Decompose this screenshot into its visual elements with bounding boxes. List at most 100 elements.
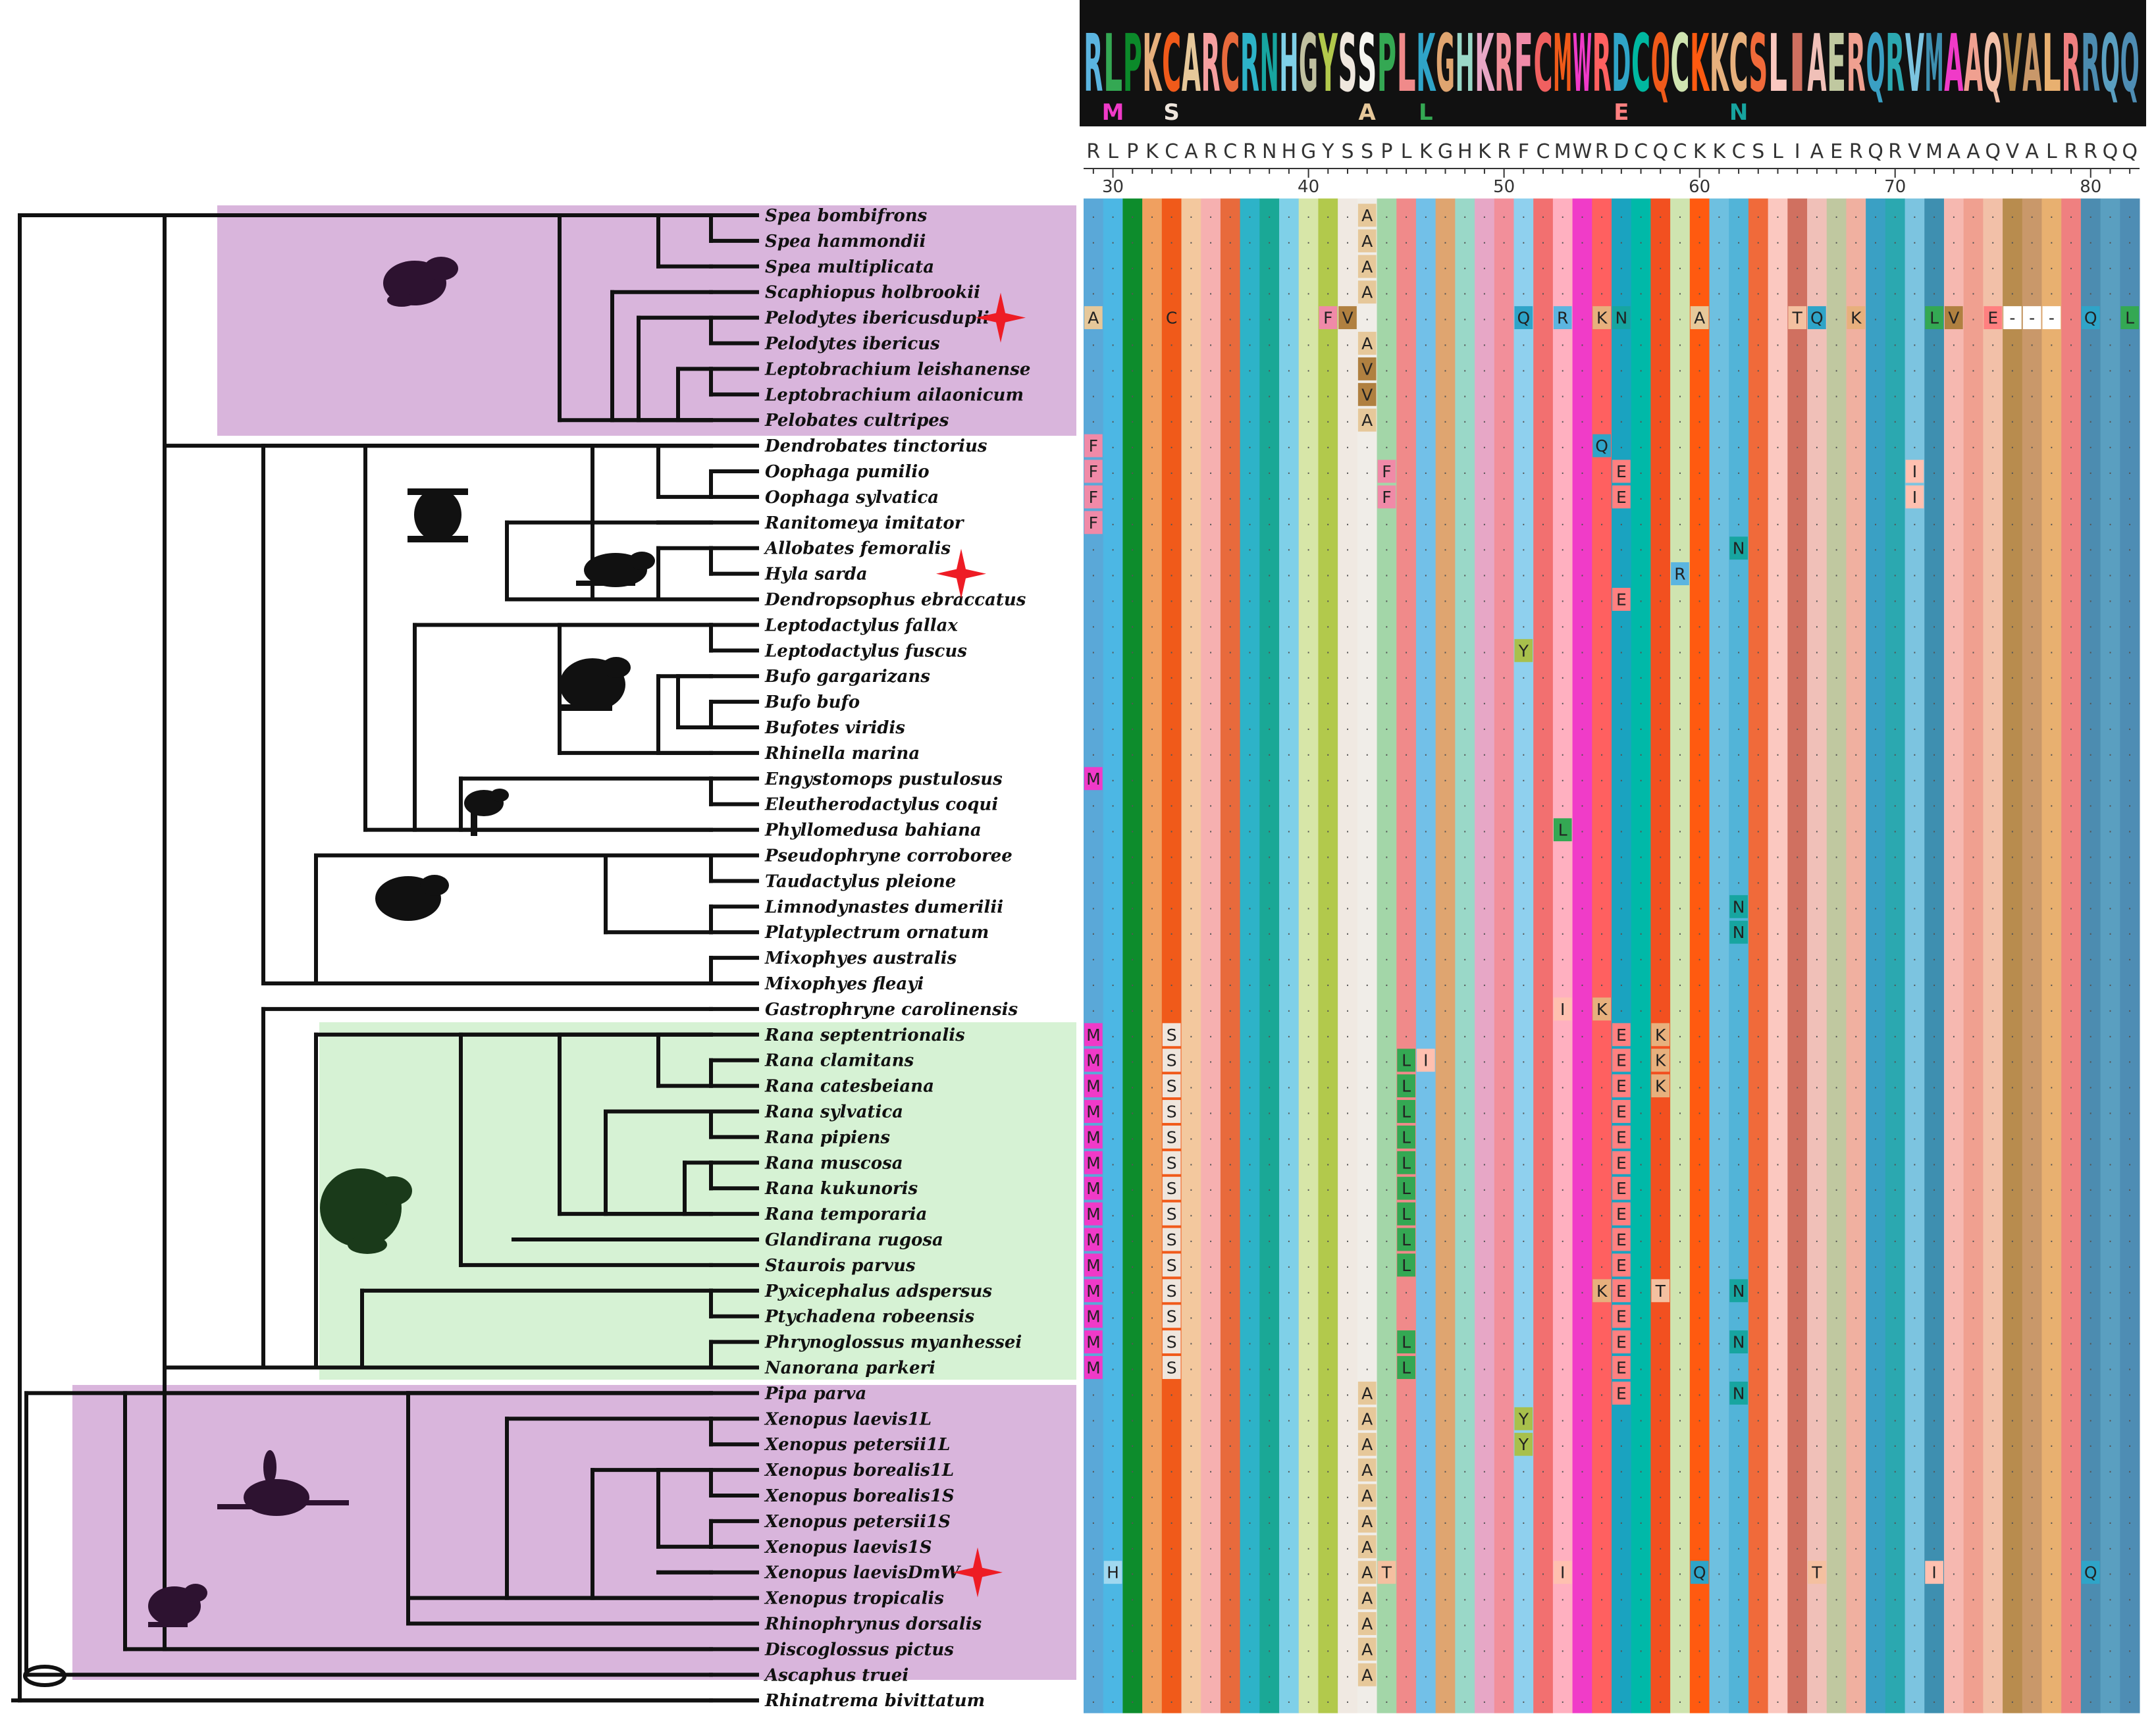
conserved-dot: . [1913,1513,1917,1527]
conserved-dot: . [1932,412,1936,426]
conserved-dot: . [1248,412,1252,426]
conserved-dot: . [1365,310,1369,324]
conserved-dot: . [1228,848,1232,862]
conserved-dot: . [2011,1180,2014,1194]
conserved-dot: . [1463,1053,1467,1066]
conserved-dot: . [1658,361,1662,375]
conserved-dot: . [1678,1001,1682,1015]
variant-residue: L [1402,1153,1411,1172]
conserved-dot: . [1444,310,1448,324]
conserved-dot: . [1776,694,1780,708]
conserved-dot: . [1678,796,1682,810]
conserved-dot: . [1130,642,1134,656]
conserved-dot: . [2069,1232,2073,1245]
conserved-dot: . [1209,592,1213,606]
conserved-dot: . [1111,745,1115,759]
conserved-dot: . [1600,1334,1604,1348]
conserved-dot: . [1658,386,1662,400]
conserved-dot: . [1228,1027,1232,1041]
variant-residue: L [2125,309,2134,328]
conserved-dot: . [2069,1616,2073,1630]
conserved-dot: . [2030,259,2034,273]
variant-cell [1612,1330,1631,1354]
logo-letter: A [1807,18,1826,110]
variant-residue: E [1616,1359,1627,1378]
conserved-dot: . [1483,668,1486,682]
species-label: Xenopus borealis1S [764,1486,955,1506]
conserved-dot: . [1600,336,1604,350]
conserved-dot: . [1952,1309,1956,1322]
conserved-dot: . [1130,1053,1134,1066]
conserved-dot: . [2109,1411,2113,1424]
conserved-dot: . [1346,1129,1350,1143]
conserved-dot: . [1639,1641,1643,1655]
conserved-dot: . [1424,566,1428,580]
conserved-dot: . [1170,822,1174,836]
conserved-dot: . [1991,1360,1995,1374]
conserved-dot: . [1130,1616,1134,1630]
conserved-dot: . [1776,719,1780,733]
conserved-dot: . [1932,1078,1936,1092]
conserved-dot: . [2049,719,2053,733]
conserved-dot: . [2030,1053,2034,1066]
conserved-dot: . [1874,463,1878,477]
conserved-dot: . [2128,284,2132,298]
conserved-dot: . [1307,1488,1311,1501]
conserved-dot: . [2049,873,2053,887]
conserved-dot: . [1130,694,1134,708]
conserved-dot: . [1521,1334,1525,1348]
conserved-dot: . [1913,745,1917,759]
conserved-dot: . [1737,719,1741,733]
conserved-dot: . [1463,694,1467,708]
logo-minor-letter: A [1359,99,1377,126]
conserved-dot: . [1326,1539,1330,1553]
conserved-dot: . [1893,1053,1897,1066]
conserved-dot: . [2089,642,2093,656]
conserved-dot: . [1874,310,1878,324]
conserved-dot: . [1307,1027,1311,1041]
conserved-dot: . [1561,899,1565,912]
conserved-dot: . [1209,1641,1213,1655]
conserved-dot: . [1365,1078,1369,1092]
conserved-dot: . [1756,1001,1760,1015]
conserved-dot: . [1600,642,1604,656]
conserved-dot: . [1600,1513,1604,1527]
conserved-dot: . [1639,1180,1643,1194]
conserved-dot: . [2011,540,2014,554]
logo-letter: F [1514,18,1533,110]
conserved-dot: . [1561,1641,1565,1655]
conserved-dot: . [2069,899,2073,912]
conserved-dot: . [1111,1411,1115,1424]
conserved-dot: . [1248,1283,1252,1297]
conserved-dot: . [2109,924,2113,938]
conserved-dot: . [1111,361,1115,375]
conserved-dot: . [1815,386,1819,400]
conserved-dot: . [1854,233,1858,247]
variant-cell [1612,588,1631,611]
consensus-letter: R [1849,140,1863,163]
conserved-dot: . [1972,617,1976,631]
conserved-dot: . [1581,1206,1585,1220]
conserved-dot: . [1718,1001,1722,1015]
conserved-dot: . [1248,336,1252,350]
conserved-dot: . [1678,259,1682,273]
conserved-dot: . [1346,1488,1350,1501]
conserved-dot: . [1091,1462,1095,1476]
variant-residue: T [1811,1563,1822,1582]
conserved-dot: . [1307,1385,1311,1399]
conserved-dot: . [1913,924,1917,938]
conserved-dot: . [1111,284,1115,298]
conserved-dot: . [1581,745,1585,759]
conserved-dot: . [1307,489,1311,503]
conserved-dot: . [1541,489,1545,503]
variant-cell [1357,1484,1377,1507]
conserved-dot: . [1658,233,1662,247]
conserved-dot: . [1600,719,1604,733]
conserved-dot: . [1795,386,1799,400]
conserved-dot: . [1150,463,1154,477]
conserved-dot: . [1287,438,1291,452]
conserved-dot: . [1307,1590,1311,1604]
conserved-dot: . [1228,822,1232,836]
conserved-dot: . [1209,540,1213,554]
conserved-dot: . [2011,899,2014,912]
